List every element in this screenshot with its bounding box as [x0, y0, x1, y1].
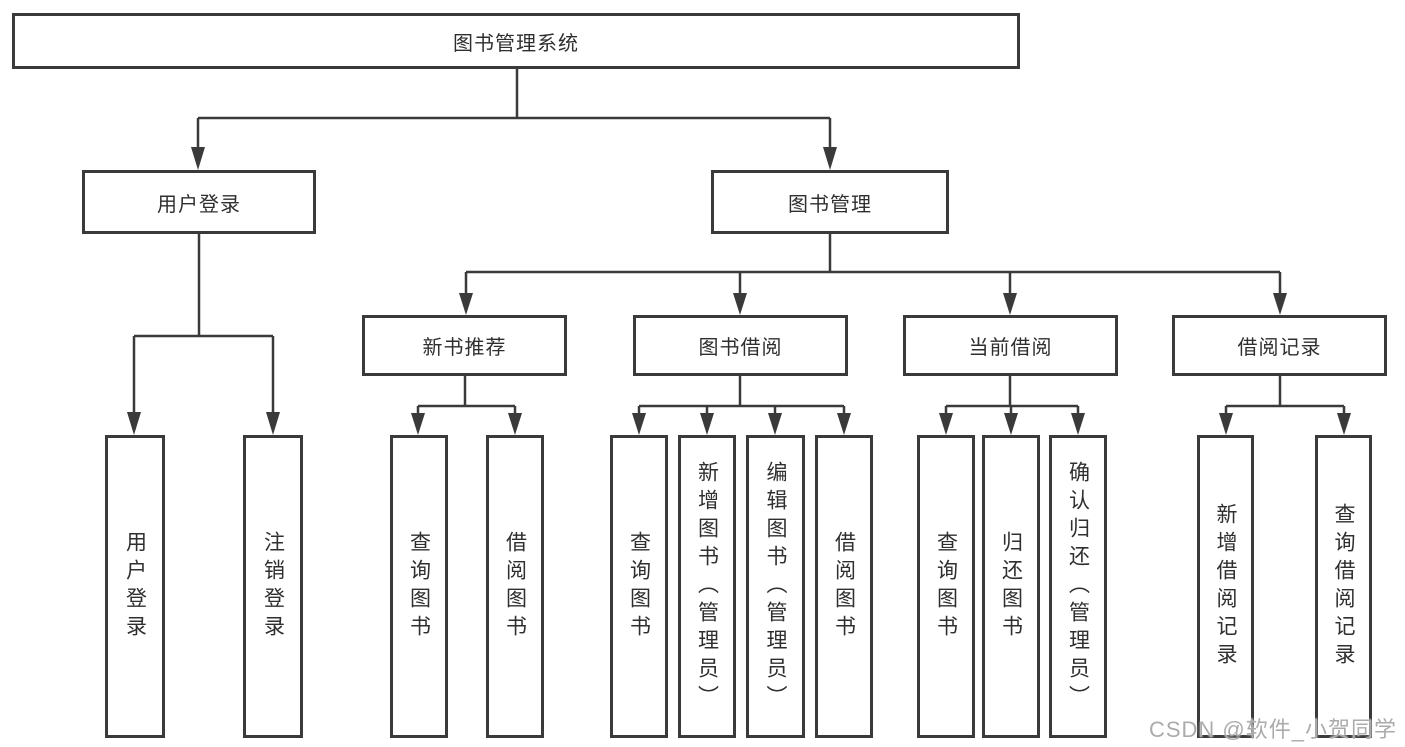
leaf-query-borrow-record: 查询借阅记录: [1315, 435, 1372, 738]
leaf-label: 编辑图书（管理员）: [764, 460, 787, 713]
leaf-confirm-return-admin: 确认归还（管理员）: [1049, 435, 1107, 738]
leaf-query-books-borrow: 查询图书: [610, 435, 668, 738]
node-label: 当前借阅: [968, 337, 1053, 359]
leaf-label: 归还图书: [999, 530, 1023, 643]
node-root-label: 图书管理系统: [453, 32, 579, 55]
node-new-book-recommend: 新书推荐: [362, 315, 567, 376]
leaf-label: 查询图书: [627, 530, 651, 643]
leaf-label: 新增借阅记录: [1214, 502, 1237, 671]
leaf-label: 查询图书: [934, 530, 958, 643]
leaf-borrow-books: 借阅图书: [815, 435, 873, 738]
leaf-label: 用户登录: [123, 530, 147, 643]
leaf-label: 查询图书: [407, 530, 431, 643]
leaf-return-books: 归还图书: [982, 435, 1040, 738]
leaf-logout: 注销登录: [243, 435, 303, 738]
node-label: 图书借阅: [698, 337, 783, 359]
leaf-query-books-recommend: 查询图书: [390, 435, 448, 738]
leaf-label: 借阅图书: [503, 530, 527, 643]
node-label: 用户登录: [157, 193, 241, 216]
node-user-login: 用户登录: [82, 170, 316, 234]
leaf-user-login: 用户登录: [105, 435, 165, 738]
node-borrow-records: 借阅记录: [1172, 315, 1387, 376]
leaf-label: 借阅图书: [832, 530, 856, 643]
watermark: CSDN @软件_小贺同学: [1148, 717, 1397, 742]
leaf-label: 确认归还（管理员）: [1066, 460, 1090, 713]
leaf-edit-book-admin: 编辑图书（管理员）: [746, 435, 805, 738]
node-current-borrow: 当前借阅: [903, 315, 1118, 376]
leaf-query-books-current: 查询图书: [917, 435, 975, 738]
node-label: 图书管理: [788, 193, 872, 216]
leaf-add-borrow-record: 新增借阅记录: [1197, 435, 1254, 738]
leaf-label: 新增图书（管理员）: [695, 460, 719, 713]
node-label: 借阅记录: [1237, 337, 1322, 359]
node-book-management: 图书管理: [711, 170, 949, 234]
node-book-borrow: 图书借阅: [633, 315, 848, 376]
arrowheads: [127, 147, 1351, 435]
leaf-label: 查询借阅记录: [1332, 502, 1355, 671]
node-root: 图书管理系统: [12, 13, 1020, 69]
leaf-add-book-admin: 新增图书（管理员）: [678, 435, 736, 738]
leaf-borrow-books-recommend: 借阅图书: [486, 435, 544, 738]
leaf-label: 注销登录: [261, 530, 285, 643]
node-label: 新书推荐: [422, 337, 507, 359]
